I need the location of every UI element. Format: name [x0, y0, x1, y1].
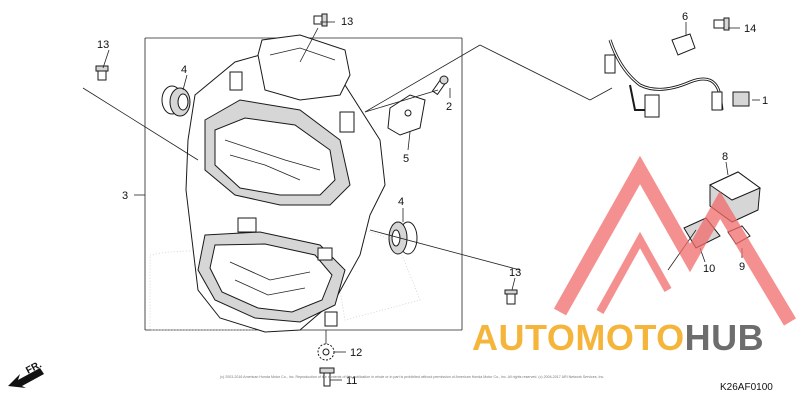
- callout-14: 14: [744, 23, 756, 35]
- callout-12: 12: [350, 347, 362, 359]
- automotohub-logo-triangle: [553, 155, 797, 326]
- callout-13-right: 13: [509, 267, 521, 279]
- callout-9: 9: [739, 261, 745, 273]
- callout-4-upper: 4: [181, 64, 187, 76]
- front-direction-indicator: FR.: [8, 359, 44, 388]
- leader-lines: [82, 21, 760, 381]
- wordmark-automoto: AUTOMOTO: [472, 317, 685, 358]
- screw-part-13-top[interactable]: [313, 13, 328, 27]
- callout-10: 10: [703, 263, 715, 275]
- callout-8: 8: [722, 151, 728, 163]
- screw-part-14[interactable]: [713, 17, 730, 31]
- grommet-part-4-lower[interactable]: [388, 221, 418, 255]
- bracket-part-5[interactable]: [387, 94, 426, 136]
- callout-11: 11: [346, 375, 357, 387]
- screw-part-13-right[interactable]: [504, 289, 518, 305]
- washer-part-12[interactable]: [317, 343, 335, 361]
- callout-5: 5: [403, 153, 409, 165]
- body-panel-backdrop: [149, 228, 421, 331]
- callout-2: 2: [446, 101, 452, 113]
- copyright-notice: (c) 2003-2016 American Honda Motor Co., …: [220, 375, 604, 379]
- clamp-part-6[interactable]: [671, 33, 696, 56]
- callout-labels: 13 13 4 3 2 5 4 6 14 1 8 9 10 13 12 11: [97, 11, 768, 387]
- headlight-unit[interactable]: [185, 34, 386, 333]
- callout-3: 3: [122, 190, 128, 202]
- callout-6: 6: [682, 11, 688, 23]
- callout-13-left: 13: [97, 39, 109, 51]
- wire-harness-part-1[interactable]: [604, 39, 750, 118]
- screw-part-2[interactable]: [431, 75, 449, 96]
- screw-part-13-left[interactable]: [95, 65, 109, 81]
- callout-4-lower: 4: [398, 196, 404, 208]
- screw-part-11[interactable]: [319, 367, 335, 387]
- grommet-part-4-upper[interactable]: [161, 85, 191, 117]
- diagram-code: K26AF0100: [720, 382, 773, 393]
- front-arrow-icon: [8, 368, 44, 388]
- wordmark-hub: HUB: [685, 317, 765, 358]
- automotohub-wordmark: AUTOMOTOHUB: [472, 317, 764, 358]
- callout-1: 1: [762, 95, 768, 107]
- callout-13-top: 13: [341, 16, 353, 28]
